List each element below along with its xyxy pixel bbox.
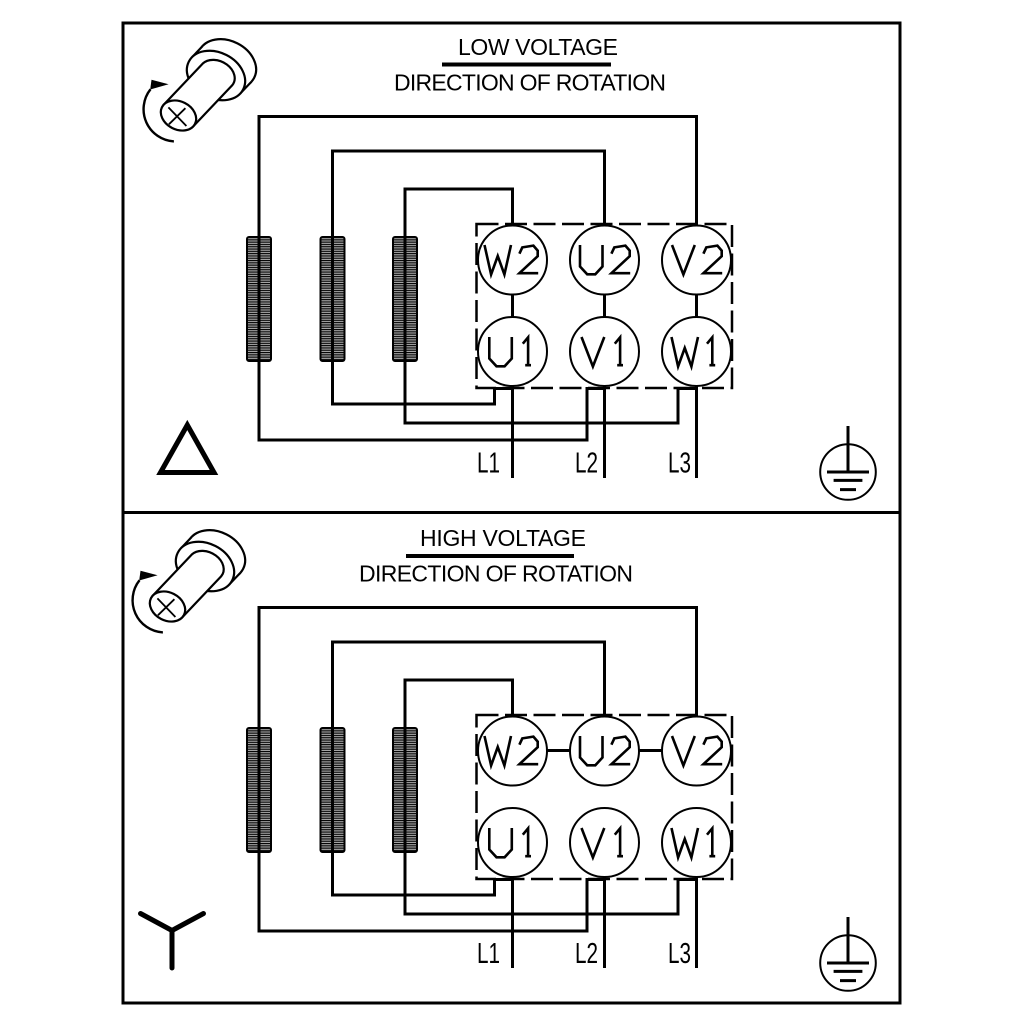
svg-text:L2: L2	[575, 938, 598, 970]
svg-text:L3: L3	[668, 938, 691, 970]
svg-text:L2: L2	[575, 448, 598, 480]
svg-text:L1: L1	[477, 448, 500, 480]
svg-text:L3: L3	[668, 448, 691, 480]
svg-text:DIRECTION OF ROTATION: DIRECTION OF ROTATION	[394, 70, 666, 96]
svg-text:DIRECTION OF ROTATION: DIRECTION OF ROTATION	[359, 561, 633, 587]
svg-text:LOW VOLTAGE: LOW VOLTAGE	[458, 34, 618, 60]
svg-text:HIGH VOLTAGE: HIGH VOLTAGE	[420, 525, 586, 551]
svg-text:L1: L1	[477, 938, 500, 970]
